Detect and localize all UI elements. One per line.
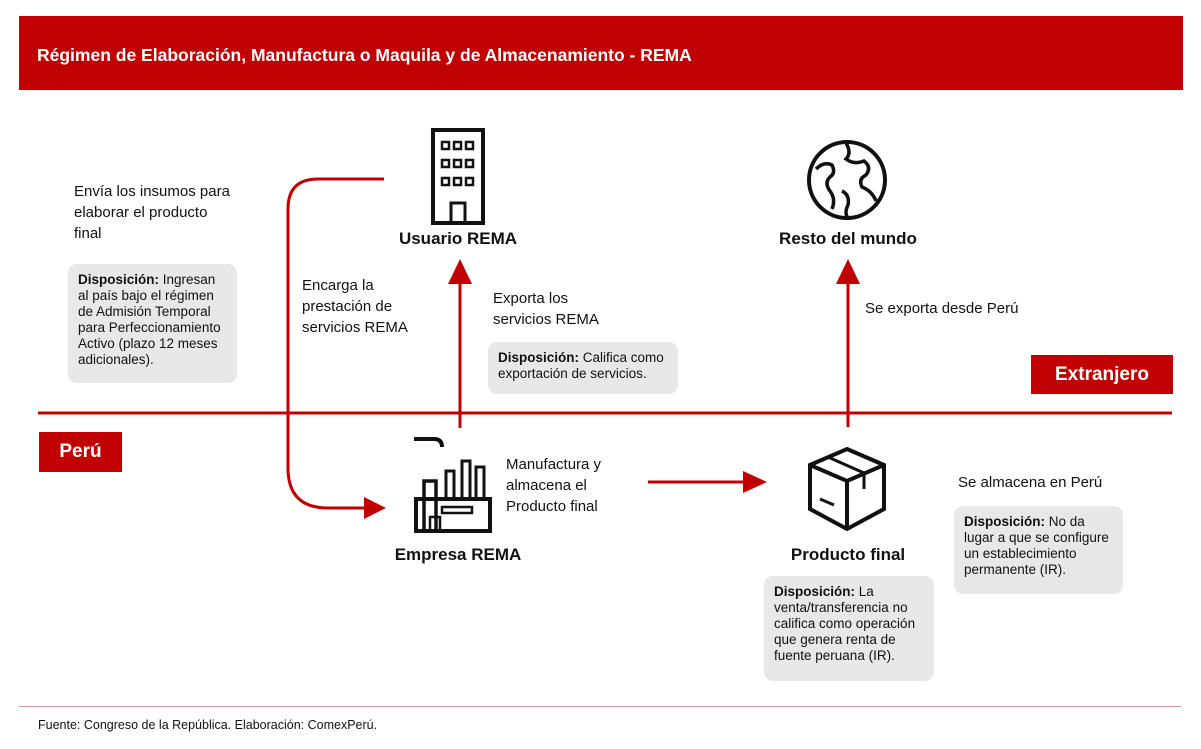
factory-icon bbox=[414, 437, 492, 533]
text-se-exporta: Se exporta desde Perú bbox=[865, 300, 1019, 317]
header-banner: Régimen de Elaboración, Manufactura o Ma… bbox=[19, 16, 1183, 90]
region-peru: Perú bbox=[39, 432, 122, 472]
text-manufactura: Manufactura y almacena el Producto final bbox=[506, 456, 602, 515]
source-note: Fuente: Congreso de la República. Elabor… bbox=[38, 718, 378, 732]
node-resto-del-mundo: Resto del mundo bbox=[779, 229, 917, 248]
building-icon bbox=[431, 128, 485, 225]
text-exporta-servicios: Exporta los servicios REMA bbox=[493, 290, 599, 328]
box-venta-label: Disposición: bbox=[774, 584, 859, 599]
box-almacena-text: No da lugar a que se configure un establ… bbox=[964, 514, 1109, 577]
encarga-arrow-line bbox=[286, 177, 384, 510]
page-title: Régimen de Elaboración, Manufactura o Ma… bbox=[37, 45, 692, 65]
box-servicios: Disposición: Califica como exportación d… bbox=[488, 342, 678, 394]
text-encarga: Encarga la prestación de servicios REMA bbox=[302, 277, 408, 336]
box-insumos-text: Ingresan al país bajo el régimen de Admi… bbox=[78, 272, 221, 367]
box-venta: Disposición: La venta/transferencia no c… bbox=[764, 576, 934, 681]
se-exporta-arrow-head bbox=[836, 259, 860, 284]
encarga-arrow-head bbox=[364, 497, 386, 519]
text-se-almacena: Se almacena en Perú bbox=[958, 474, 1103, 491]
box-insumos: Disposición: Ingresan al país bajo el ré… bbox=[68, 264, 237, 383]
box-servicios-text: Califica como exportación de servicios. bbox=[498, 350, 664, 381]
region-extranjero: Extranjero bbox=[1031, 355, 1173, 394]
footer-divider bbox=[19, 706, 1181, 707]
box-insumos-label: Disposición: bbox=[78, 272, 163, 287]
node-empresa-rema: Empresa REMA bbox=[394, 545, 522, 564]
box-almacena-label: Disposición: bbox=[964, 514, 1049, 529]
box-icon bbox=[808, 446, 886, 532]
manufactura-arrow-head bbox=[743, 471, 767, 493]
box-servicios-label: Disposición: bbox=[498, 350, 583, 365]
box-venta-text: La venta/transferencia no califica como … bbox=[774, 584, 916, 663]
node-usuario-rema: Usuario REMA bbox=[398, 229, 518, 248]
box-almacena: Disposición: No da lugar a que se config… bbox=[954, 506, 1123, 594]
globe-icon bbox=[807, 140, 887, 220]
node-producto-final: Producto final bbox=[790, 545, 906, 564]
text-envia-insumos: Envía los insumos para elaborar el produ… bbox=[74, 183, 230, 242]
exporta-arrow-head bbox=[448, 259, 472, 284]
